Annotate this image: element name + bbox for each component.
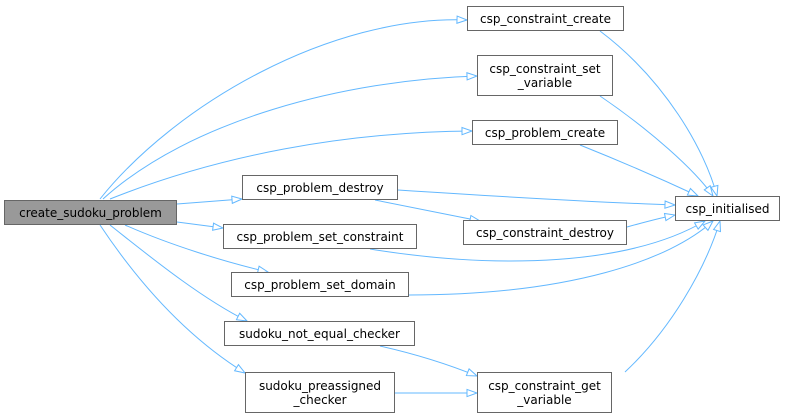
node-label-line-1: csp_constraint_get	[488, 378, 601, 393]
node-create-sudoku-problem: create_sudoku_problem	[4, 200, 177, 225]
node-label: csp_problem_set_domain	[244, 277, 396, 292]
node-label-line-2: _variable	[517, 392, 572, 407]
node-label-line-1: sudoku_preassigned	[258, 378, 382, 393]
arrowhead	[686, 187, 700, 197]
edge-create-sudoku-problem-to-sudoku-preassigned-checker	[99, 224, 246, 374]
edge-csp-problem-destroy-to-csp-constraint-destroy	[374, 199, 481, 222]
edge-csp-problem-create-to-csp-initialised	[579, 144, 699, 197]
arrowhead	[233, 363, 247, 374]
node-label-line-2: _checker	[293, 392, 347, 407]
node-label: csp_initialised	[685, 201, 770, 216]
arrowhead	[466, 388, 479, 398]
arrowhead	[664, 200, 677, 209]
node-csp-problem-create[interactable]: csp_problem_create	[472, 120, 618, 145]
node-label: csp_constraint_destroy	[476, 225, 614, 240]
arrowhead	[466, 72, 479, 81]
arrowhead	[456, 15, 469, 24]
node-csp-constraint-create[interactable]: csp_constraint_create	[467, 6, 624, 31]
edge-create-sudoku-problem-to-csp-problem-set-domain	[124, 224, 269, 273]
arrowhead	[465, 368, 479, 377]
arrowhead	[702, 220, 715, 232]
arrowhead	[663, 212, 677, 222]
node-csp-constraint-set-variable[interactable]: csp_constraint_set _variable	[477, 55, 613, 96]
edge-create-sudoku-problem-to-csp-constraint-set-variable	[102, 75, 478, 200]
node-label-line-1: csp_constraint_set	[489, 61, 601, 76]
node-csp-problem-set-domain[interactable]: csp_problem_set_domain	[231, 272, 409, 297]
edge-create-sudoku-problem-to-csp-problem-create	[109, 130, 473, 200]
arrowhead	[235, 312, 249, 322]
edge-create-sudoku-problem-to-csp-problem-destroy	[176, 198, 243, 205]
edge-csp-constraint-set-variable-to-csp-initialised	[599, 95, 714, 197]
edge-csp-problem-destroy-to-csp-initialised	[397, 189, 676, 206]
node-label: sudoku_not_equal_checker	[239, 326, 400, 341]
node-label-line-2: _variable	[517, 75, 573, 90]
edge-csp-constraint-create-to-csp-initialised	[599, 30, 718, 197]
edge-csp-constraint-get-variable-to-csp-initialised	[624, 220, 721, 373]
arrowhead	[710, 184, 719, 198]
node-label: csp_problem_create	[484, 125, 606, 140]
node-label: csp_constraint_create	[480, 11, 611, 26]
edge-csp-problem-set-constraint-to-csp-initialised	[369, 220, 706, 262]
node-csp-initialised[interactable]: csp_initialised	[675, 196, 780, 221]
node-label: create_sudoku_problem	[19, 205, 162, 220]
arrowhead	[693, 220, 707, 230]
node-csp-constraint-destroy[interactable]: csp_constraint_destroy	[463, 220, 627, 245]
node-label: csp_problem_set_constraint	[236, 229, 404, 244]
node-sudoku-preassigned-checker[interactable]: sudoku_preassigned _checker	[245, 372, 395, 413]
edge-csp-problem-set-domain-to-csp-initialised	[408, 220, 714, 296]
edge-create-sudoku-problem-to-sudoku-not-equal-checker	[109, 224, 248, 322]
node-csp-problem-set-constraint[interactable]: csp_problem_set_constraint	[223, 224, 417, 249]
arrowhead	[712, 219, 721, 233]
arrowhead	[231, 195, 244, 205]
node-sudoku-not-equal-checker[interactable]: sudoku_not_equal_checker	[224, 321, 415, 346]
edge-create-sudoku-problem-to-csp-constraint-create	[99, 19, 468, 200]
node-csp-problem-destroy[interactable]: csp_problem_destroy	[242, 175, 398, 200]
arrowhead	[212, 222, 225, 231]
arrowhead	[461, 126, 474, 136]
node-csp-constraint-get-variable[interactable]: csp_constraint_get _variable	[477, 372, 612, 413]
node-label: csp_problem_destroy	[256, 180, 384, 195]
arrowhead	[703, 184, 714, 198]
